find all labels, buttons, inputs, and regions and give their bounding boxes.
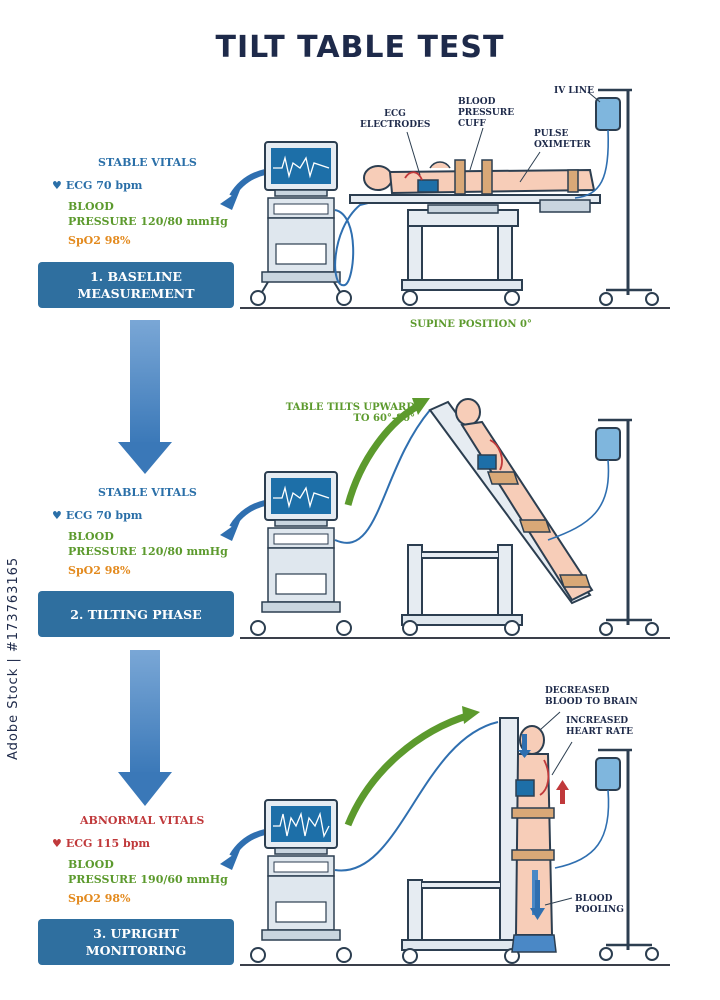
- floor-line: [240, 964, 670, 966]
- tilt-table: [349, 194, 601, 306]
- iv-pole: [554, 748, 659, 961]
- tilt-up-arrow-icon: [344, 398, 430, 506]
- stage-1-vitals: STABLE VITALS ♥ECG 70 bpm BLOOD PRESSURE…: [40, 155, 240, 248]
- vitals-header: STABLE VITALS: [98, 156, 197, 169]
- bp-reading: PRESSURE 120/80 mmHg: [68, 545, 228, 558]
- stage-3-vitals: ABNORMAL VITALS ♥ECG 115 bpm BLOOD PRESS…: [40, 813, 240, 906]
- patient-upright: [511, 725, 557, 953]
- iv-pole: [574, 88, 659, 306]
- curved-arrow-icon: [220, 169, 266, 210]
- stage-1-scene: [220, 88, 659, 306]
- down-arrow-icon: [530, 880, 545, 920]
- monitor-cart: [250, 799, 352, 963]
- patient-tilted: [455, 398, 594, 602]
- ecg-reading: ♥ECG 70 bpm: [52, 509, 143, 522]
- stage-2-vitals: STABLE VITALS ♥ECG 70 bpm BLOOD PRESSURE…: [40, 485, 240, 578]
- vitals-header: STABLE VITALS: [98, 486, 197, 499]
- bp-reading: PRESSURE 120/80 mmHg: [68, 215, 228, 228]
- tilt-table: [401, 400, 592, 636]
- down-arrow-icon: [118, 650, 172, 806]
- curved-arrow-icon: [220, 500, 266, 541]
- supine-position-label: SUPINE POSITION 0°: [410, 319, 532, 330]
- spo2-reading: SpO2 98%: [68, 892, 131, 905]
- floor-line: [240, 637, 670, 639]
- bp-label: BLOOD: [68, 200, 114, 213]
- page-title: TILT TABLE TEST: [215, 30, 505, 65]
- monitor-cart: [250, 471, 352, 636]
- tilt-table: [401, 717, 523, 964]
- heart-icon: ♥: [52, 179, 62, 192]
- down-arrow-icon: [518, 734, 531, 758]
- ecg-reading: ♥ECG 70 bpm: [52, 179, 143, 192]
- watermark-id: Adobe Stock | #173763165: [6, 556, 21, 760]
- spo2-reading: SpO2 98%: [68, 234, 131, 247]
- patient-supine: [363, 159, 596, 195]
- phase-2-label: 2. TILTING PHASE: [38, 591, 234, 637]
- curved-arrow-icon: [220, 829, 266, 870]
- spo2-reading: SpO2 98%: [68, 564, 131, 577]
- bp-label: BLOOD: [68, 530, 114, 543]
- stage-2-scene: [220, 398, 659, 636]
- iv-line-label: IV LINE: [554, 86, 594, 96]
- vitals-header: ABNORMAL VITALS: [80, 814, 205, 827]
- tilt-up-arrow-icon: [344, 706, 480, 827]
- bp-label: BLOOD: [68, 858, 114, 871]
- ecg-reading: ♥ECG 115 bpm: [52, 837, 151, 850]
- floor-line: [240, 307, 670, 309]
- heart-icon: ♥: [52, 509, 62, 522]
- bp-reading: PRESSURE 190/60 mmHg: [68, 873, 228, 886]
- monitor-cart: [250, 141, 352, 306]
- iv-pole: [547, 418, 659, 636]
- up-arrow-icon: [556, 780, 569, 804]
- down-arrow-icon: [118, 320, 172, 474]
- heart-icon: ♥: [52, 837, 62, 850]
- stage-3-scene: [220, 706, 659, 964]
